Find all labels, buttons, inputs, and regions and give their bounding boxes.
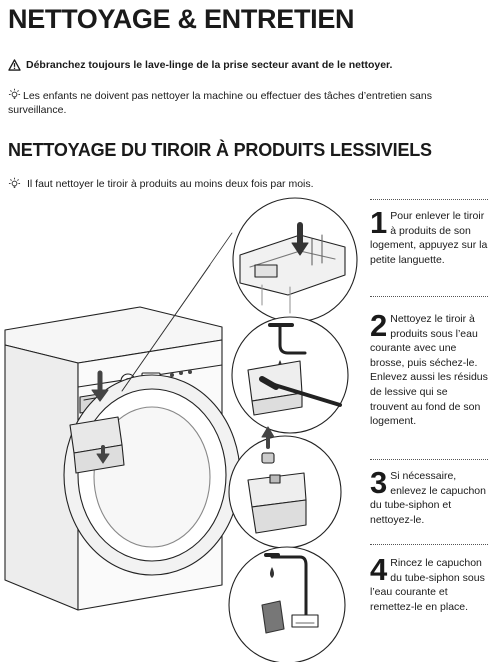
step-text: Pour enlever le tiroir à produits de son… — [370, 210, 488, 266]
section-title: NETTOYAGE DU TIROIR À PRODUITS LESSIVIEL… — [8, 140, 432, 160]
cleaning-illustration — [4, 197, 358, 662]
step-text: Rincez le capuchon du tube-siphon sous l… — [370, 557, 485, 613]
step-4: 4 Rincez le capuchon du tube-siphon sous… — [370, 552, 488, 614]
step-text: Si nécessaire, enlevez le capuchon du tu… — [370, 470, 486, 526]
separator — [370, 199, 488, 200]
step-1: 1 Pour enlever le tiroir à produits de s… — [370, 205, 488, 267]
warning-triangle-icon — [8, 59, 21, 71]
page-title: NETTOYAGE & ENTRETIEN — [8, 4, 355, 34]
lightbulb-icon — [8, 177, 21, 189]
washing-machine-illustration — [4, 306, 241, 611]
step2-illustration — [231, 316, 349, 434]
step-2: 2 Nettoyez le tiroir à produits sous l’e… — [370, 308, 488, 429]
step-number: 1 — [370, 205, 388, 240]
step-number: 3 — [370, 465, 388, 500]
step-text: Nettoyez le tiroir à produits sous l’eau… — [370, 313, 488, 428]
step3-illustration — [228, 426, 342, 549]
warning-text: Débranchez toujours le lave-linge de la … — [26, 59, 393, 71]
step-3: 3 Si nécessaire, enlevez le capuchon du … — [370, 465, 488, 527]
lightbulb-icon — [8, 88, 21, 100]
separator — [370, 544, 488, 545]
step-number: 2 — [370, 308, 388, 343]
tip-children: Les enfants ne doivent pas nettoyer la m… — [8, 88, 478, 117]
step-number: 4 — [370, 552, 388, 587]
separator — [370, 459, 488, 460]
tip-frequency: Il faut nettoyer le tiroir à produits au… — [8, 177, 314, 190]
tip-children-text: Les enfants ne doivent pas nettoyer la m… — [8, 90, 432, 116]
tip-frequency-text: Il faut nettoyer le tiroir à produits au… — [27, 177, 314, 190]
step4-illustration — [228, 546, 346, 662]
warning-notice: Débranchez toujours le lave-linge de la … — [8, 59, 392, 71]
step1-illustration — [232, 197, 358, 323]
separator — [370, 296, 488, 297]
